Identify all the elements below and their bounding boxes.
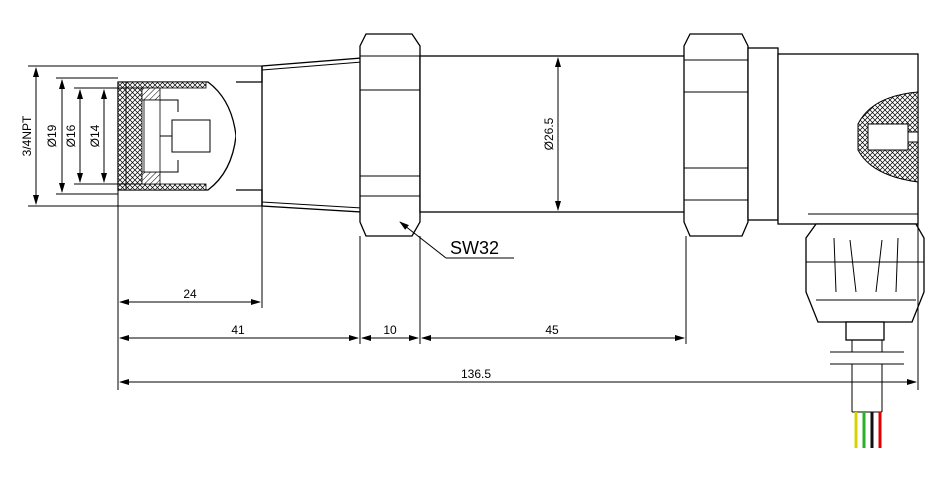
main-body (419, 55, 687, 213)
hex-nut (359, 33, 421, 237)
wire-bundle (854, 412, 882, 448)
diaphragm-tip (117, 81, 237, 191)
dim-dia-16-label: Ø16 (64, 124, 78, 147)
dim-dia-19-label: Ø19 (45, 124, 59, 147)
dim-len-41-label: 41 (231, 323, 245, 337)
cable-gland (805, 223, 925, 341)
npt-thread (236, 57, 363, 213)
dim-dia-body-label: Ø26.5 (542, 117, 556, 150)
dim-thread-label: 3/4NPT (20, 115, 34, 156)
dim-len-10-label: 10 (383, 323, 397, 337)
cable (830, 340, 904, 413)
dim-len-45-label: 45 (545, 323, 559, 337)
dim-dia-14-label: Ø14 (88, 124, 102, 147)
dim-len-total-label: 136.5 (461, 367, 491, 381)
rear-nut (683, 33, 779, 237)
dimension-lines (28, 57, 919, 390)
electronics-housing (777, 53, 919, 225)
wrench-size-callout: SW32 (450, 238, 499, 258)
dim-len-24-label: 24 (183, 287, 197, 301)
